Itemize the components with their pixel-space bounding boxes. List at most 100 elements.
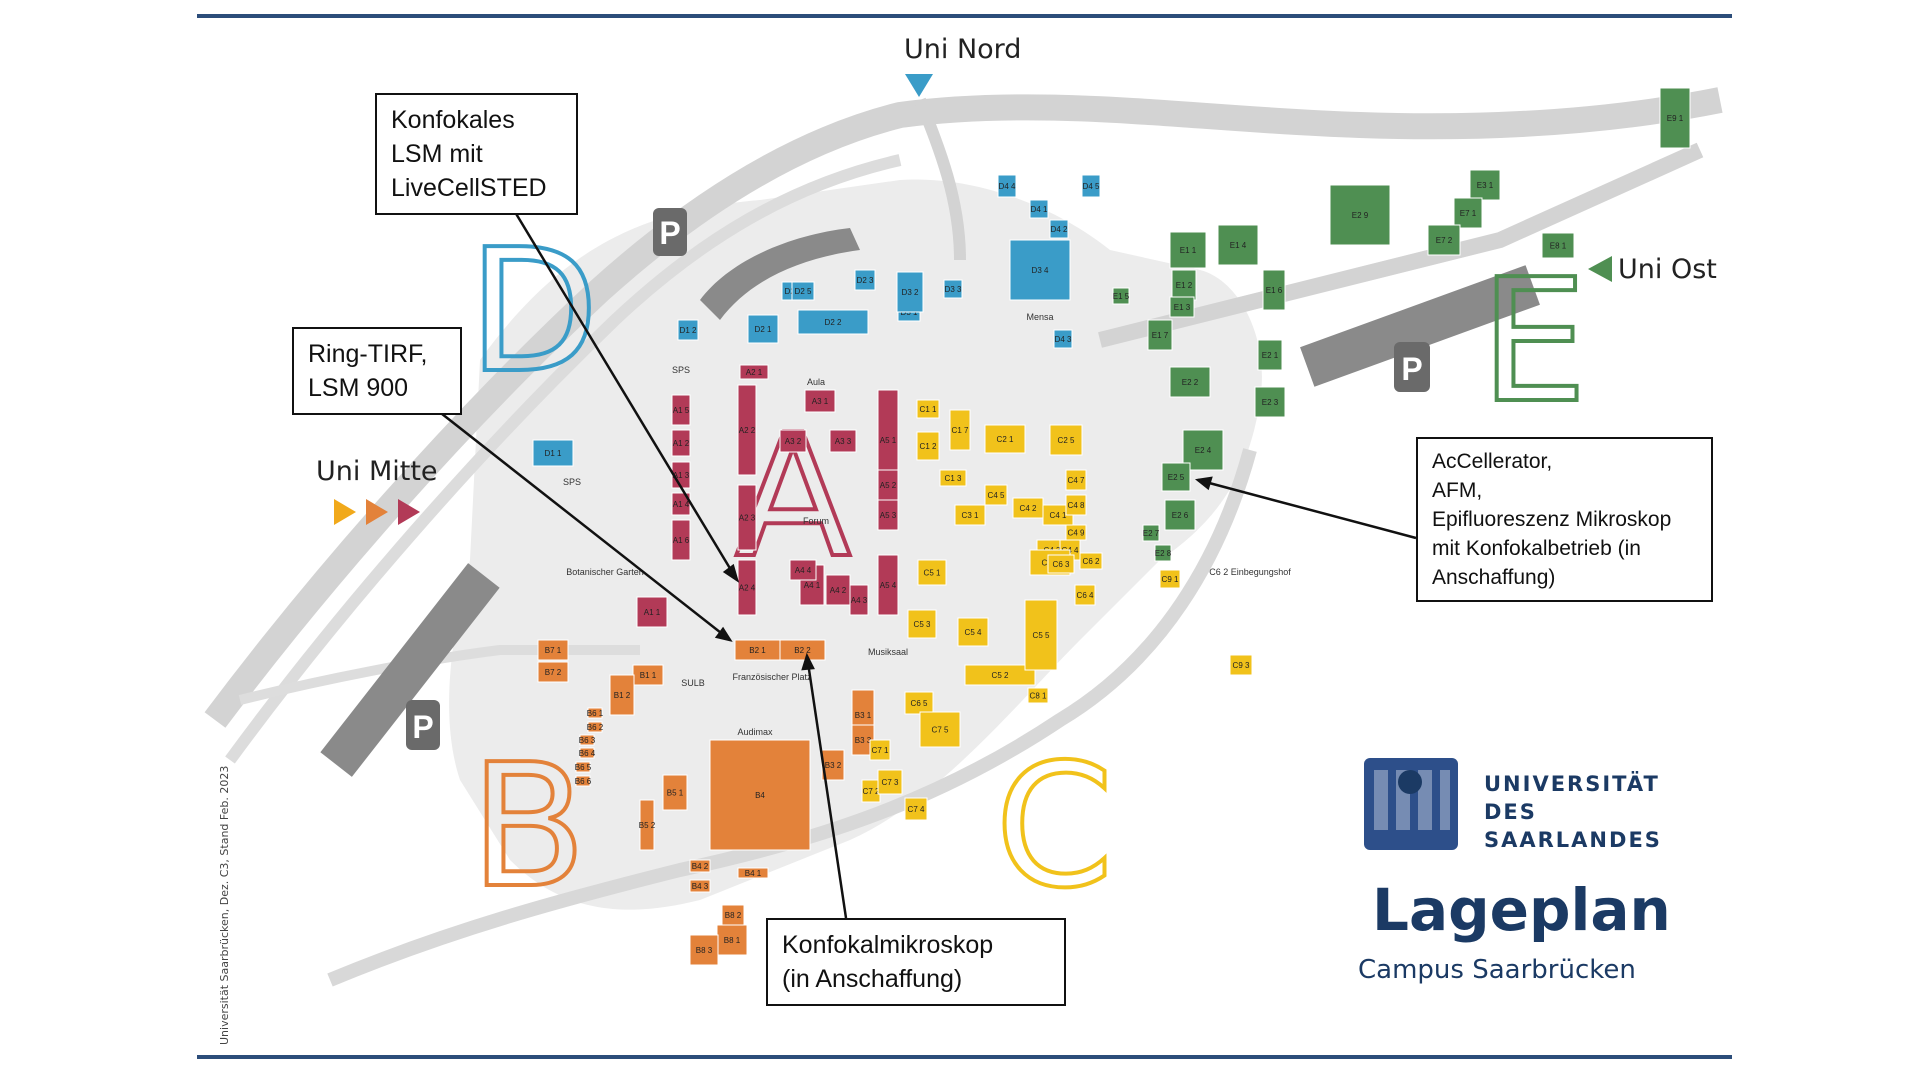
building-d1-2 xyxy=(677,319,699,341)
building-label: A3 1 xyxy=(812,397,829,406)
top-rule xyxy=(197,14,1732,18)
building-label: C5 2 xyxy=(992,671,1009,680)
building-c4-9 xyxy=(1065,524,1087,541)
building-label: B6 4 xyxy=(579,749,596,758)
building-label: E1 7 xyxy=(1152,331,1169,340)
bottom-rule xyxy=(197,1055,1732,1059)
building-label: B4 1 xyxy=(745,869,762,878)
building-c7-1 xyxy=(869,739,891,761)
building-label: D4 1 xyxy=(1031,205,1048,214)
building-e2-8 xyxy=(1154,544,1172,562)
building-label: B6 6 xyxy=(575,777,592,786)
building-label: D4 3 xyxy=(1055,335,1072,344)
buildings-zone-e: E1 1E1 2E1 3E1 4E1 5E1 6E1 7E2 1E2 2E2 3… xyxy=(1112,87,1691,562)
svg-text:P: P xyxy=(659,215,680,251)
place-audimax: Audimax xyxy=(737,727,773,737)
leader-accelerator-head xyxy=(1194,476,1213,491)
leader-konfokal-new-head xyxy=(801,652,815,671)
building-b2-2 xyxy=(779,639,826,661)
building-label: A2 3 xyxy=(739,514,756,523)
south-road xyxy=(327,448,1257,987)
building-label: B8 2 xyxy=(725,911,742,920)
building-d1-1 xyxy=(532,439,574,467)
building-label: E2 7 xyxy=(1143,529,1160,538)
building-a2-2 xyxy=(737,384,757,476)
building-label: C1 3 xyxy=(945,474,962,483)
building-label: D2 1 xyxy=(755,325,772,334)
building-label: D3 4 xyxy=(1032,266,1049,275)
building-label: C4 8 xyxy=(1068,501,1085,510)
entrance-uni-mitte: Uni Mitte xyxy=(316,456,438,487)
place-forum: Forum xyxy=(803,516,829,526)
building-c6-5 xyxy=(904,691,934,715)
building-c5-4 xyxy=(957,617,989,647)
building-label: B8 1 xyxy=(724,936,741,945)
university-name-line: DES xyxy=(1484,800,1537,824)
building-e1-5 xyxy=(1112,287,1130,305)
map-title: Lageplan xyxy=(1372,876,1671,944)
building-a5-4 xyxy=(877,554,899,616)
building-d3-4 xyxy=(1009,239,1071,301)
building-d3-2 xyxy=(896,271,924,313)
place-mensa: Mensa xyxy=(1026,312,1053,322)
building-b5-2 xyxy=(639,799,655,851)
building-label: B4 xyxy=(755,791,765,800)
uni-mitte-arrow-3 xyxy=(398,499,420,525)
building-label: C1 2 xyxy=(920,442,937,451)
building-a1-2 xyxy=(671,429,691,457)
building-label: C6 5 xyxy=(911,699,928,708)
building-label: C5 5 xyxy=(1033,631,1050,640)
university-seal xyxy=(1364,758,1458,850)
building-c6-3 xyxy=(1047,554,1075,574)
platform-west xyxy=(320,563,500,777)
building-b4 xyxy=(709,739,811,851)
callout-accelerator: AcCellerator, AFM, Epifluoreszenz Mikros… xyxy=(1416,437,1713,602)
building-a3-1 xyxy=(804,389,836,413)
zone-letter-E: E xyxy=(1480,243,1587,441)
building-label: A4 4 xyxy=(795,566,812,575)
university-name-line: SAARLANDES xyxy=(1484,828,1662,852)
building-label: E9 1 xyxy=(1667,114,1684,123)
building-c6-2 xyxy=(1079,552,1103,570)
entrance-uni-ost: Uni Ost xyxy=(1618,254,1717,285)
building-d2-3 xyxy=(854,269,876,291)
building-e2-7 xyxy=(1142,524,1160,542)
building-c8-1 xyxy=(1027,687,1049,704)
building-c1-1 xyxy=(916,399,940,419)
building-label: A1 2 xyxy=(673,439,690,448)
buildings-zone-d: D1 1D1 2D2 1D2 2D2 3D2 4D2 5D3 1D3 2D3 3… xyxy=(532,174,1101,467)
building-label: A2 2 xyxy=(739,426,756,435)
building-e9-1 xyxy=(1659,87,1691,149)
building-label: C7 1 xyxy=(872,746,889,755)
building-a3-3 xyxy=(829,429,857,453)
building-label: B5 1 xyxy=(667,789,684,798)
campus-ground xyxy=(449,179,1262,910)
building-label: B2 1 xyxy=(749,646,766,655)
building-e1-7 xyxy=(1147,319,1173,351)
building-label: D1 1 xyxy=(545,449,562,458)
building-label: B4 3 xyxy=(692,882,709,891)
building-label: A3 3 xyxy=(835,437,852,446)
buildings-zone-a: A2 1A3 1A1 5A1 2A1 3A1 4A1 6A2 2A2 3A2 4… xyxy=(636,364,899,628)
zone-letter-C: C xyxy=(995,728,1114,926)
building-label: C6 3 xyxy=(1053,560,1070,569)
building-d2-2 xyxy=(797,309,869,335)
building-b5-1 xyxy=(662,774,688,811)
building-a1-6 xyxy=(671,519,691,561)
building-label: A1 3 xyxy=(673,471,690,480)
platform-east xyxy=(1300,265,1540,387)
building-e2-5 xyxy=(1161,462,1191,492)
uni-ost-arrow xyxy=(1588,256,1612,282)
building-b7-1 xyxy=(537,639,569,661)
university-name-line: UNIVERSITÄT xyxy=(1484,772,1660,796)
building-c3-1 xyxy=(954,504,986,526)
parking-sign-north: P xyxy=(653,208,687,256)
building-c5-2 xyxy=(964,664,1036,686)
building-c9-1 xyxy=(1159,569,1181,589)
building-e7-2 xyxy=(1427,224,1461,256)
zone-letter-B: B xyxy=(470,728,587,926)
building-label: A1 5 xyxy=(673,406,690,415)
building-label: B6 2 xyxy=(587,723,604,732)
building-e2-1 xyxy=(1257,339,1283,371)
building-label: B8 3 xyxy=(696,946,713,955)
